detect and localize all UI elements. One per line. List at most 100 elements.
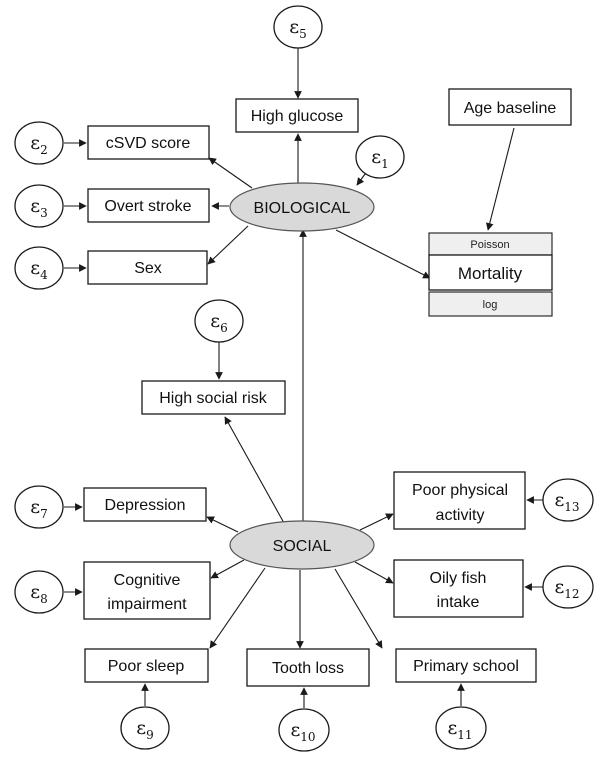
svg-text:ε5: ε5 (289, 16, 306, 41)
error-e7: ε7 (14, 485, 64, 529)
svg-text:ε10: ε10 (290, 719, 315, 744)
node-oily-fish-intake: Oily fish intake (393, 559, 524, 618)
error-e9-index: 9 (146, 728, 154, 742)
error-e2-index: 2 (40, 143, 48, 157)
error-e5-symbol: ε (289, 16, 299, 38)
node-sex: Sex (87, 250, 208, 285)
latent-social: SOCIAL (229, 520, 375, 570)
node-primary-school: Primary school (395, 648, 537, 683)
error-e2: ε2 (14, 121, 64, 165)
edge-age-mortality (485, 127, 515, 231)
edge-social-primary-school (334, 568, 383, 649)
error-e1-index: 1 (381, 157, 389, 171)
svg-text:ε2: ε2 (30, 132, 47, 157)
edge-bio-mortality (335, 229, 431, 279)
node-high-social-risk-label: High social risk (159, 390, 268, 407)
node-mortality: Poisson Mortality log (428, 232, 553, 317)
error-e10-index: 10 (300, 730, 315, 744)
latent-social-label: SOCIAL (273, 538, 332, 555)
svg-text:ε9: ε9 (136, 717, 153, 742)
node-poor-physical-activity-line2: activity (436, 507, 485, 524)
error-e12-symbol: ε (554, 576, 564, 598)
node-tooth-loss-label: Tooth loss (272, 660, 344, 677)
svg-text:ε3: ε3 (30, 195, 47, 220)
mortality-family-label: Poisson (470, 239, 509, 251)
node-oily-fish-intake-line1: Oily fish (430, 570, 487, 587)
error-e3-index: 3 (40, 206, 48, 220)
error-e11-symbol: ε (447, 717, 457, 739)
latent-biological: BIOLOGICAL (229, 182, 375, 232)
error-e1: ε1 (355, 135, 405, 179)
edge-social-poor-sleep (209, 567, 266, 649)
node-poor-sleep: Poor sleep (84, 648, 209, 683)
error-e6-index: 6 (220, 321, 228, 335)
node-depression: Depression (83, 487, 207, 522)
latent-biological-label: BIOLOGICAL (254, 200, 351, 217)
error-e8-index: 8 (40, 592, 48, 606)
edge-bio-sex (207, 225, 249, 265)
mortality-label: Mortality (458, 264, 523, 283)
svg-text:ε4: ε4 (30, 257, 48, 282)
edges (64, 48, 544, 708)
edge-social-cognitive (210, 559, 245, 579)
edge-social-depression (206, 516, 239, 533)
svg-text:ε1: ε1 (371, 146, 388, 171)
node-high-glucose: High glucose (235, 98, 359, 133)
error-e10: ε10 (278, 708, 330, 752)
error-e13-index: 13 (564, 500, 579, 514)
error-e2-symbol: ε (30, 132, 40, 154)
node-cognitive-impairment: Cognitive impairment (83, 561, 211, 620)
error-e4-index: 4 (40, 268, 48, 282)
mortality-main-box (428, 254, 553, 291)
node-poor-physical-activity-line1: Poor physical (412, 482, 508, 499)
error-e6: ε6 (194, 299, 244, 343)
error-e6-symbol: ε (210, 310, 220, 332)
error-e9: ε9 (120, 706, 170, 750)
node-age-baseline-label: Age baseline (464, 100, 557, 117)
error-e4: ε4 (14, 246, 64, 290)
error-e11-index: 11 (457, 728, 472, 742)
node-cognitive-impairment-line2: impairment (107, 596, 187, 613)
node-overt-stroke-label: Overt stroke (104, 198, 191, 215)
node-age-baseline: Age baseline (448, 88, 572, 126)
node-primary-school-label: Primary school (413, 658, 519, 675)
error-e10-symbol: ε (290, 719, 300, 741)
node-depression-label: Depression (105, 497, 186, 514)
error-e1-symbol: ε (371, 146, 381, 168)
edge-social-oily-fish (354, 561, 394, 584)
node-cognitive-impairment-line1: Cognitive (114, 572, 181, 589)
error-e3-symbol: ε (30, 195, 40, 217)
edge-bio-csvd (208, 157, 253, 189)
node-oily-fish-intake-line2: intake (437, 594, 480, 611)
mortality-link-label: log (483, 299, 498, 311)
error-e4-symbol: ε (30, 257, 40, 279)
svg-text:ε8: ε8 (30, 581, 47, 606)
error-e7-symbol: ε (30, 496, 40, 518)
error-e11: ε11 (435, 706, 487, 750)
svg-text:ε13: ε13 (554, 489, 579, 514)
error-e3: ε3 (14, 184, 64, 228)
error-e13-symbol: ε (554, 489, 564, 511)
error-e8-symbol: ε (30, 581, 40, 603)
error-e9-symbol: ε (136, 717, 146, 739)
edge-social-physical-activity (359, 513, 394, 531)
error-e8: ε8 (14, 570, 64, 614)
node-tooth-loss: Tooth loss (246, 648, 370, 687)
node-csvd-score: cSVD score (87, 125, 210, 160)
mortality-link-band (428, 291, 553, 317)
node-overt-stroke: Overt stroke (87, 188, 210, 223)
svg-text:ε7: ε7 (30, 496, 47, 521)
svg-text:ε11: ε11 (447, 717, 472, 742)
node-sex-label: Sex (134, 260, 162, 277)
error-e7-index: 7 (40, 507, 48, 521)
edge-social-high-social-risk (224, 416, 285, 524)
node-poor-sleep-label: Poor sleep (108, 658, 185, 675)
error-e13: ε13 (542, 478, 594, 522)
svg-text:ε12: ε12 (554, 576, 579, 601)
node-poor-physical-activity: Poor physical activity (393, 471, 526, 530)
node-high-social-risk: High social risk (141, 380, 286, 415)
error-e5-index: 5 (299, 27, 307, 41)
error-e12-index: 12 (564, 587, 579, 601)
svg-text:ε6: ε6 (210, 310, 227, 335)
node-high-glucose-label: High glucose (251, 108, 344, 125)
